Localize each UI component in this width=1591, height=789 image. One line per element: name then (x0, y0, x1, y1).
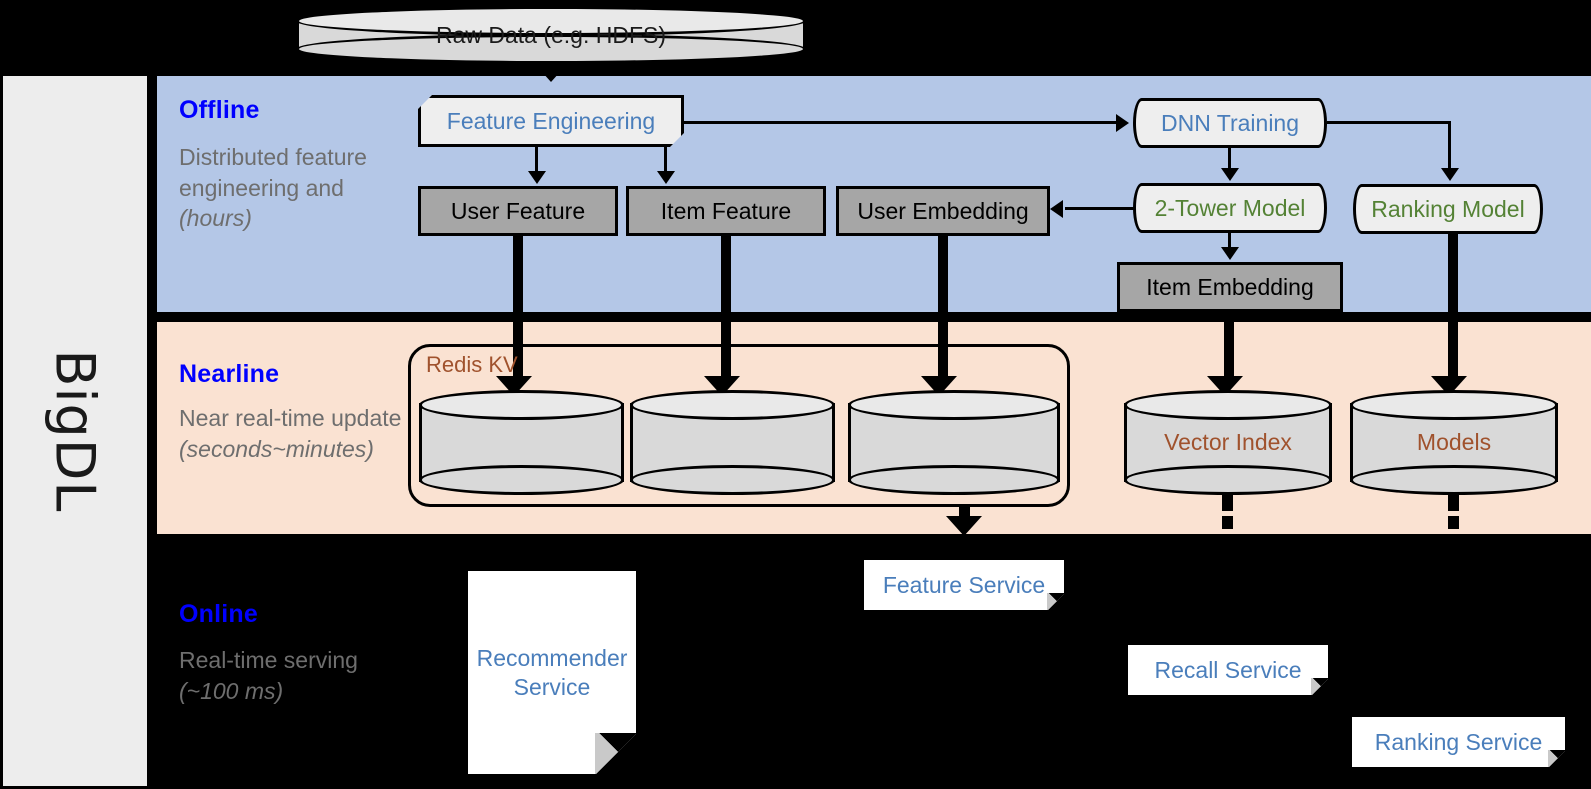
cylinder-bottom (419, 465, 624, 495)
dnn-to-ranking-arrow (1441, 168, 1459, 181)
item-feature-store-cylinder[interactable] (630, 390, 835, 495)
feature-engineering-label: Feature Engineering (446, 107, 656, 134)
redis-to-feature-service-stub (959, 505, 970, 519)
nearline-title: Nearline (179, 360, 280, 388)
fe-to-item-feature-arrow (657, 171, 675, 184)
redis-to-feature-service-arrow (946, 516, 982, 536)
dnn-to-two-tower-arrow (1221, 168, 1239, 181)
user-feature-box[interactable]: User Feature (418, 186, 618, 236)
item-embedding-label: Item Embedding (1146, 273, 1314, 300)
vector-index-label: Vector Index (1164, 429, 1292, 455)
models-label: Models (1416, 429, 1492, 455)
ranking-service-label: Ranking Service (1374, 728, 1543, 755)
models-dash-2 (1448, 516, 1459, 529)
recall-service-label: Recall Service (1154, 656, 1302, 683)
recommender-service-label: Recommender Service (476, 644, 628, 700)
cylinder-bottom (848, 465, 1060, 495)
dnn-training-label: DNN Training (1160, 109, 1300, 136)
item-embedding-pipe (1224, 312, 1234, 382)
ranking-model-label: Ranking Model (1371, 195, 1525, 222)
two-tower-to-item-embedding-line (1228, 233, 1231, 249)
user-feature-label: User Feature (450, 197, 586, 224)
vector-index-dash-1 (1222, 494, 1233, 511)
fe-to-user-feature-line (535, 147, 538, 173)
ranking-model-pipe (1448, 234, 1458, 382)
models-cylinder[interactable]: Models (1350, 390, 1558, 495)
cylinder-bottom (1124, 465, 1332, 495)
dnn-to-two-tower-line (1228, 148, 1231, 170)
user-embedding-store-label (848, 390, 1060, 495)
dnn-training-box[interactable]: DNN Training (1133, 98, 1327, 148)
two-tower-model-label: 2-Tower Model (1154, 194, 1306, 221)
bigdl-label: BigDL (43, 349, 107, 513)
ranking-service-doc[interactable]: Ranking Service (1352, 717, 1565, 767)
item-feature-store-label (630, 390, 835, 495)
cylinder-bottom (1350, 465, 1558, 495)
feature-service-doc[interactable]: Feature Service (864, 560, 1064, 610)
redis-kv-group (408, 344, 1070, 507)
dnn-to-ranking-h-line (1327, 121, 1451, 124)
recommender-service-doc[interactable]: Recommender Service (468, 571, 636, 774)
two-tower-to-user-embedding-arrow (1050, 200, 1063, 218)
item-feature-pipe (721, 236, 731, 381)
recall-service-doc[interactable]: Recall Service (1128, 645, 1328, 695)
dnn-to-ranking-v-line (1448, 121, 1451, 170)
offline-desc-emphasis: (hours) (179, 205, 252, 232)
nearline-desc-text: Near real-time update (179, 405, 402, 431)
raw-data-label: Raw Data (e.g. HDFS) (435, 21, 667, 48)
cylinder-top (1350, 390, 1558, 420)
item-feature-label: Item Feature (660, 197, 792, 224)
models-dash-1 (1448, 494, 1459, 511)
offline-title: Offline (179, 96, 260, 124)
online-description: Real-time serving (~100 ms) (179, 645, 359, 706)
cylinder-top (419, 390, 624, 420)
user-embedding-label: User Embedding (857, 197, 1029, 224)
two-tower-model-box[interactable]: 2-Tower Model (1133, 183, 1327, 233)
offline-desc-text: Distributed feature engineering and (179, 144, 367, 201)
nearline-description: Near real-time update (seconds~minutes) (179, 403, 404, 464)
fe-to-user-feature-arrow (528, 171, 546, 184)
user-feature-store-label (419, 390, 624, 495)
user-feature-store-cylinder[interactable] (419, 390, 624, 495)
raw-data-cylinder: Raw Data (e.g. HDFS) (296, 6, 806, 64)
offline-description: Distributed feature engineering and (hou… (179, 142, 384, 234)
raw-data-to-fe-arrow (533, 62, 569, 82)
feature-service-label: Feature Service (882, 571, 1046, 598)
user-feature-pipe (513, 236, 523, 381)
online-title: Online (179, 600, 258, 628)
item-embedding-box[interactable]: Item Embedding (1117, 262, 1343, 312)
user-embedding-box[interactable]: User Embedding (836, 186, 1050, 236)
vector-index-dash-2 (1222, 516, 1233, 529)
two-tower-to-item-embedding-arrow (1221, 247, 1239, 260)
cylinder-bottom (630, 465, 835, 495)
ranking-model-box[interactable]: Ranking Model (1353, 184, 1543, 234)
bigdl-sidebar: BigDL (3, 76, 147, 786)
online-desc-text: Real-time serving (179, 647, 358, 673)
cylinder-top (1124, 390, 1332, 420)
redis-kv-label: Redis KV (426, 352, 518, 377)
online-desc-emphasis: (~100 ms) (179, 677, 284, 704)
two-tower-to-user-embedding-line (1065, 207, 1135, 210)
fe-to-dnn-arrow (1116, 114, 1129, 132)
fe-to-dnn-line (684, 121, 1116, 124)
feature-engineering-box[interactable]: Feature Engineering (418, 95, 684, 147)
cylinder-top (848, 390, 1060, 420)
nearline-desc-emphasis: (seconds~minutes) (179, 435, 374, 462)
cylinder-top (630, 390, 835, 420)
vector-index-cylinder[interactable]: Vector Index (1124, 390, 1332, 495)
item-feature-box[interactable]: Item Feature (626, 186, 826, 236)
user-embedding-store-cylinder[interactable] (848, 390, 1060, 495)
user-embedding-pipe (938, 236, 948, 381)
fe-to-item-feature-line (664, 147, 667, 173)
